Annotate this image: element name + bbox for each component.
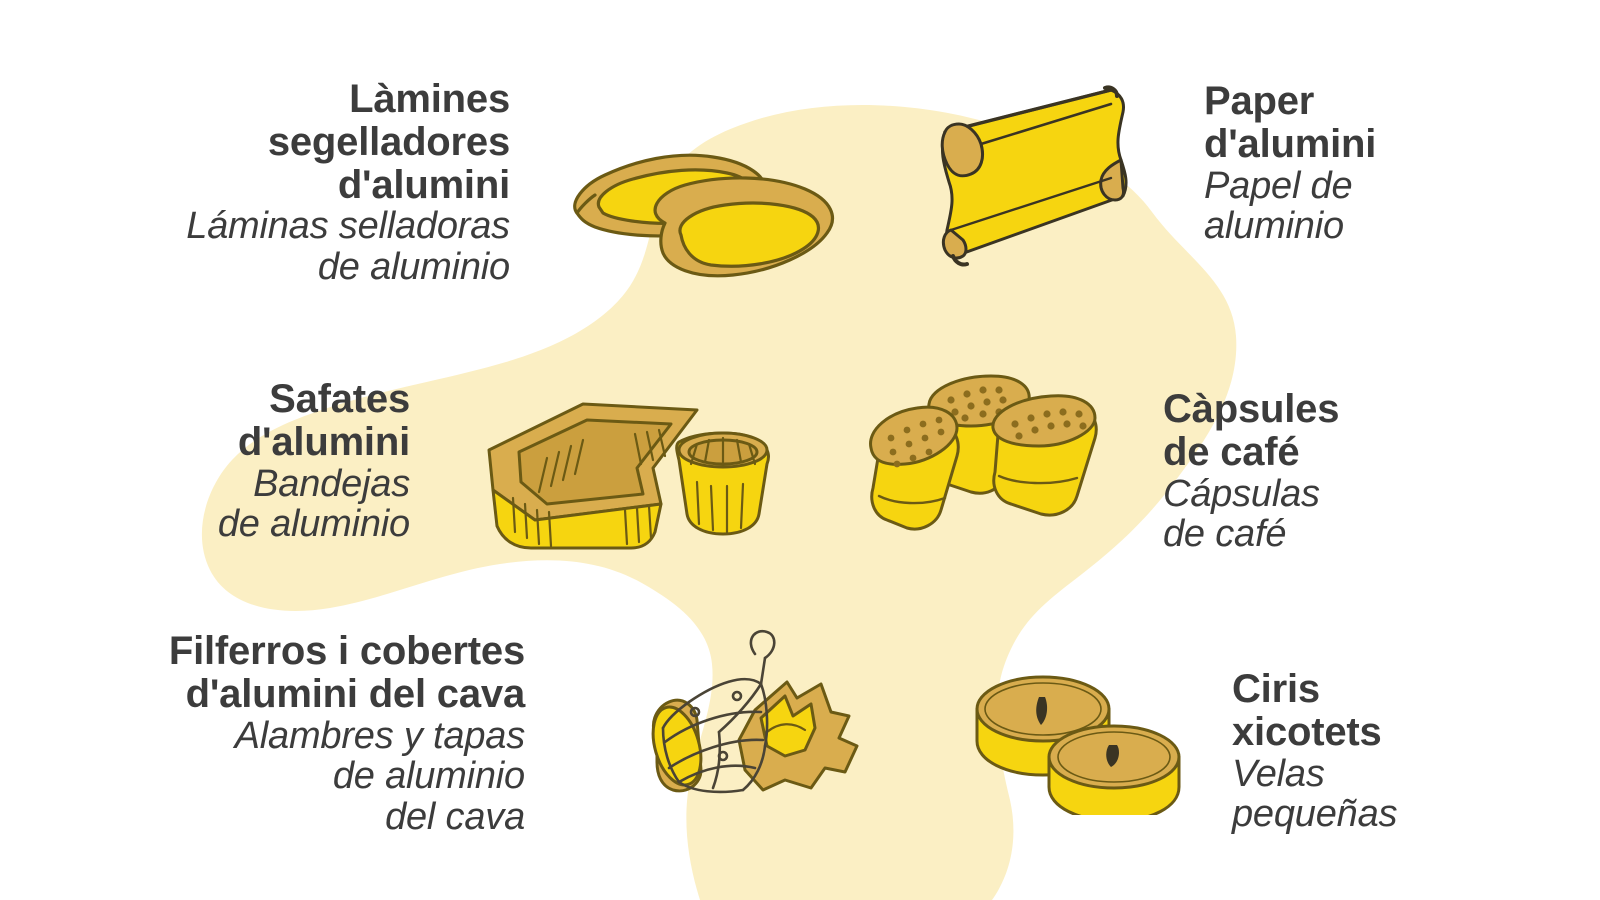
label-es-line: Láminas selladoras	[186, 205, 510, 248]
label-ca-line: Càpsules	[1163, 387, 1340, 431]
label-es-line: aluminio	[1204, 205, 1344, 248]
label-es-line: de aluminio	[217, 503, 410, 546]
label-ca-line: xicotets	[1232, 709, 1382, 754]
label-ca-line: Ciris	[1232, 667, 1320, 711]
aluminium-tray-illustration	[487, 402, 770, 550]
label-es-line: Cápsulas	[1163, 472, 1320, 515]
label-aluminium-foil: Paper d'alumini Papel de aluminio	[1204, 80, 1594, 247]
aluminium-sealing-foils-illustration	[573, 153, 835, 278]
label-es-line: Bandejas	[253, 462, 410, 505]
label-ca-line: Safates	[269, 377, 410, 421]
label-ca-line: d'alumini	[337, 162, 510, 207]
label-es-line: de aluminio	[332, 755, 525, 798]
label-coffee-capsules: Càpsules de café Cápsulas de café	[1163, 388, 1563, 555]
label-sealing-foils: Làmines segelladores d'alumini Láminas s…	[0, 78, 510, 288]
label-cava-wires: Filferros i cobertes d'alumini del cava …	[0, 630, 525, 838]
tea-light-candles-illustration	[975, 675, 1181, 815]
label-ca-line: Paper	[1204, 79, 1315, 123]
label-small-candles: Ciris xicotets Velas pequeñas	[1232, 668, 1592, 835]
cava-wire-cage-illustration	[651, 629, 859, 794]
label-es-line: Alambres y tapas	[234, 714, 526, 757]
label-ca-line: segelladores	[267, 119, 510, 164]
label-ca-line: d'alumini	[1204, 121, 1377, 166]
label-es-line: pequeñas	[1232, 793, 1398, 836]
label-es-line: de aluminio	[317, 246, 510, 289]
label-ca-line: Filferros i cobertes	[168, 629, 525, 673]
aluminium-foil-roll-illustration	[940, 85, 1128, 267]
label-ca-line: de café	[1163, 429, 1300, 474]
label-es-line: Papel de	[1204, 164, 1353, 207]
label-aluminium-trays: Safates d'alumini Bandejas de aluminio	[0, 378, 410, 545]
label-es-line: del cava	[385, 795, 525, 838]
label-es-line: de café	[1163, 513, 1287, 556]
label-es-line: Velas	[1232, 752, 1325, 795]
label-ca-line: Làmines	[349, 77, 510, 121]
label-ca-line: d'alumini	[237, 419, 410, 464]
coffee-capsules-illustration	[869, 374, 1098, 531]
label-ca-line: d'alumini del cava	[185, 671, 526, 716]
